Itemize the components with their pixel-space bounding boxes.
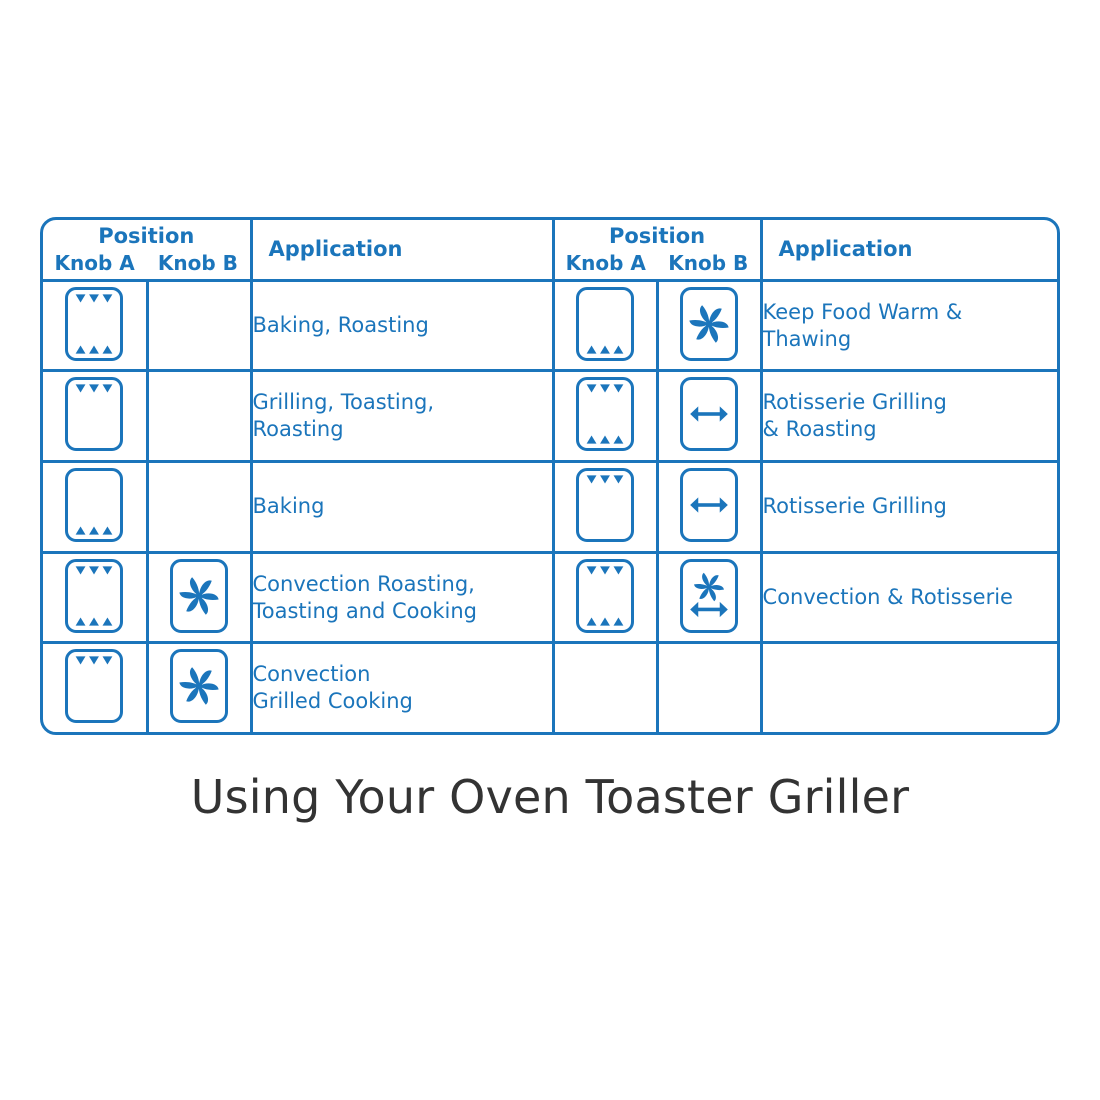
left-row-0-application-cell: Baking, Roasting <box>251 280 555 373</box>
heat-top-and-bottom-icon <box>65 558 124 633</box>
header-application-right: Application <box>761 220 1057 282</box>
left-row-4-knob-b-cell <box>147 642 253 732</box>
left-row-3-application-cell: Convection Roasting,Toasting and Cooking <box>251 552 555 645</box>
right-row-1-knob-a-cell <box>553 370 659 464</box>
application-line: Rotisserie Grilling <box>762 390 947 415</box>
application-line: Toasting and Cooking <box>252 598 477 623</box>
rotisserie-arrow-icon <box>680 377 739 452</box>
left-row-1-knob-a-cell <box>43 370 149 464</box>
fan-icon <box>170 649 228 724</box>
header-position-right: Position Knob A Knob B <box>553 220 763 282</box>
application-line: Roasting <box>252 417 344 442</box>
heat-bottom-icon <box>65 467 124 542</box>
application-line: & Roasting <box>762 417 877 442</box>
left-row-1-application-cell: Grilling, Toasting,Roasting <box>251 370 555 464</box>
table-row: Grilling, Toasting,Roasting Rotisserie Gr… <box>43 370 1057 464</box>
header-position-left: Position Knob A Knob B <box>43 220 253 282</box>
application-line: Baking <box>252 494 325 519</box>
header-position-label-left: Position <box>98 224 195 249</box>
header-knob-labels-right: Knob A Knob B <box>555 251 760 275</box>
application-line: Grilling, Toasting, <box>252 390 435 415</box>
fan-icon <box>170 558 228 633</box>
header-knob-a-right: Knob A <box>565 251 646 276</box>
header-application-left: Application <box>251 220 555 282</box>
rotisserie-arrow-icon <box>680 467 739 542</box>
application-line: Convection <box>252 662 371 687</box>
right-row-1-knob-b-cell <box>657 370 763 464</box>
application-line: Convection & Rotisserie <box>762 585 1013 610</box>
table-header-row: Position Knob A Knob B Application Posit… <box>43 220 1057 282</box>
right-row-4-knob-a-cell <box>553 642 659 732</box>
heat-bottom-icon <box>576 286 635 361</box>
right-row-0-application-cell: Keep Food Warm &Thawing <box>761 280 1057 373</box>
application-line: Thawing <box>762 326 852 351</box>
right-row-3-knob-a-cell <box>553 552 659 645</box>
heat-top-icon <box>65 377 124 452</box>
right-row-4-application-cell <box>761 643 1057 732</box>
right-row-0-knob-b-cell <box>657 280 763 373</box>
left-row-3-knob-b-cell <box>147 552 253 645</box>
table-row: Baking, Roasting Keep Food Warm &Thawing <box>43 280 1057 373</box>
application-line: Grilled Cooking <box>252 689 413 714</box>
right-row-0-knob-a-cell <box>553 280 659 373</box>
heat-top-icon <box>65 649 124 724</box>
application-line: Convection Roasting, <box>252 571 475 596</box>
left-row-1-knob-b-cell <box>147 370 253 464</box>
right-row-1-application-cell: Rotisserie Grilling& Roasting <box>761 370 1057 464</box>
left-row-3-knob-a-cell <box>43 552 149 645</box>
heat-top-icon <box>576 467 635 542</box>
header-knob-labels-left: Knob A Knob B <box>43 251 250 275</box>
header-position-label-right: Position <box>608 224 706 249</box>
heat-top-and-bottom-icon <box>576 377 635 452</box>
left-row-4-knob-a-cell <box>43 642 149 732</box>
left-row-0-knob-a-cell <box>43 280 149 373</box>
right-row-3-application-cell: Convection & Rotisserie <box>761 552 1057 645</box>
heat-top-and-bottom-icon <box>576 558 635 633</box>
header-application-label-left: Application <box>268 237 403 262</box>
oven-mode-table: Position Knob A Knob B Application Posit… <box>40 217 1060 735</box>
right-row-3-knob-b-cell <box>657 552 763 645</box>
table-row: Baking Rotisserie Grilling <box>43 461 1057 554</box>
heat-top-and-bottom-icon <box>65 286 124 361</box>
application-line: Rotisserie Grilling <box>762 494 947 519</box>
table-row: Convection Roasting,Toasting and Cooking… <box>43 552 1057 645</box>
right-row-2-knob-a-cell <box>553 461 659 554</box>
application-line: Keep Food Warm & <box>762 299 963 324</box>
right-row-2-knob-b-cell <box>657 461 763 554</box>
header-knob-b-right: Knob B <box>668 251 749 276</box>
right-row-4-knob-b-cell <box>657 642 763 732</box>
fan-and-rotisserie-icon <box>680 558 739 633</box>
left-row-2-knob-b-cell <box>147 461 253 554</box>
left-row-2-application-cell: Baking <box>251 461 555 554</box>
right-row-2-application-cell: Rotisserie Grilling <box>761 461 1057 554</box>
header-application-label-right: Application <box>778 237 913 262</box>
application-line: Baking, Roasting <box>252 313 429 338</box>
mode-table-grid: Position Knob A Knob B Application Posit… <box>43 220 1057 732</box>
page-title: Using Your Oven Toaster Griller <box>190 770 910 824</box>
left-row-2-knob-a-cell <box>43 461 149 554</box>
left-row-0-knob-b-cell <box>147 280 253 373</box>
header-knob-b-left: Knob B <box>157 251 238 276</box>
header-knob-a-left: Knob A <box>54 251 135 276</box>
fan-icon <box>680 286 739 361</box>
